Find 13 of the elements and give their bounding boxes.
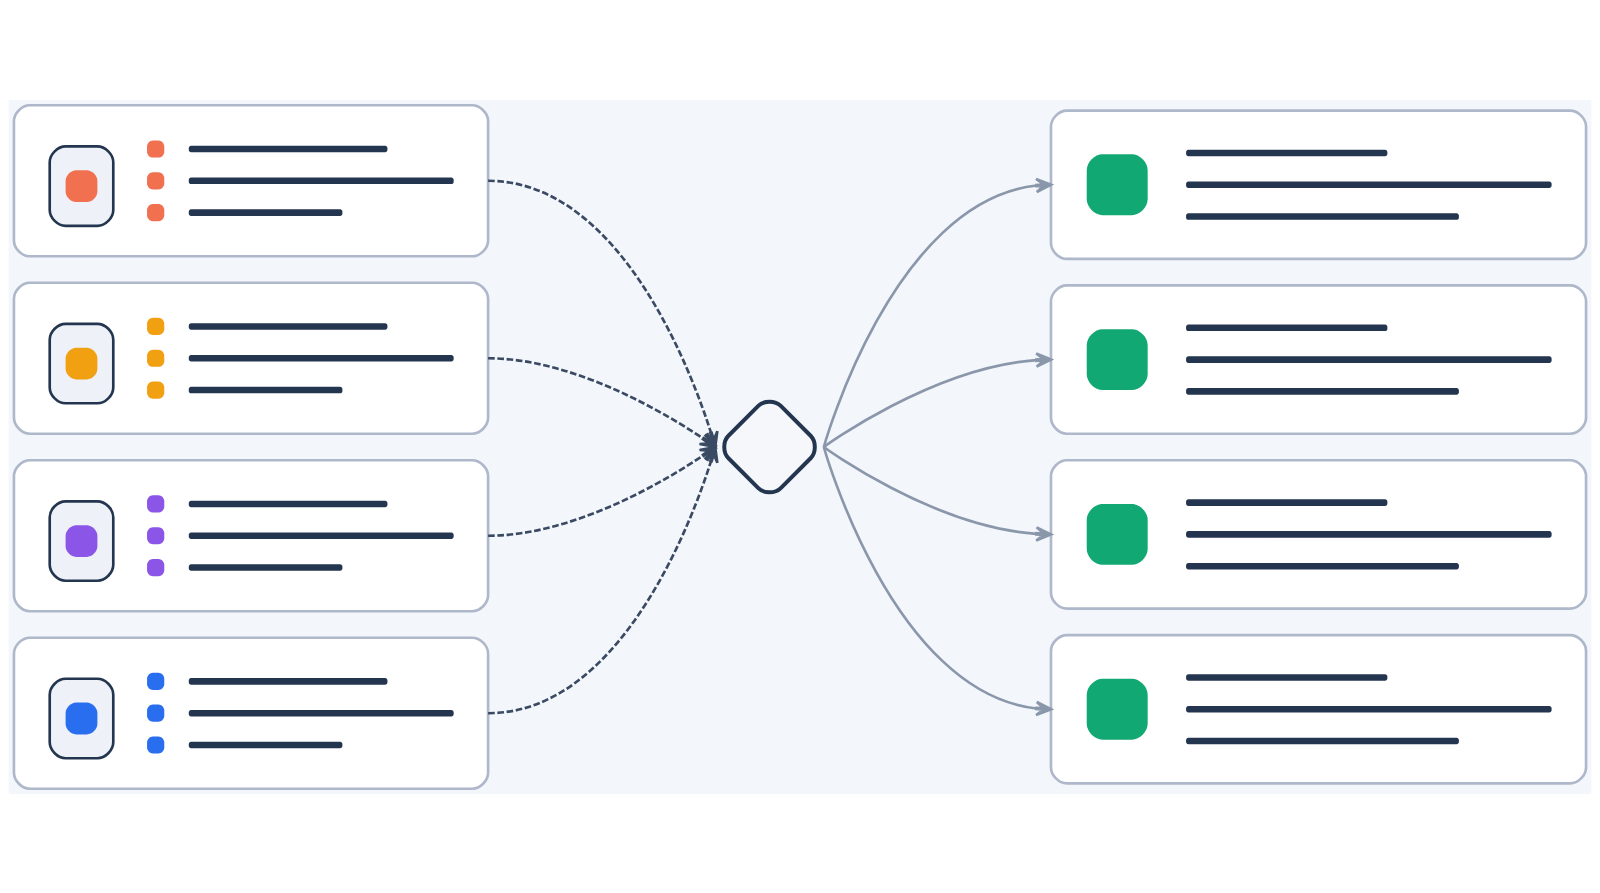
node-box — [1049, 458, 1588, 610]
arrow — [823, 351, 1053, 448]
node-box — [1049, 283, 1588, 435]
node-box — [12, 103, 490, 258]
node-box — [1049, 108, 1588, 260]
arrow — [823, 445, 1053, 542]
node-box — [12, 280, 490, 435]
arrow — [822, 177, 1053, 447]
arrow — [822, 446, 1053, 716]
node-box — [12, 458, 490, 613]
node-box — [12, 635, 490, 790]
node-box — [1049, 633, 1588, 785]
node-diamond — [722, 399, 817, 494]
